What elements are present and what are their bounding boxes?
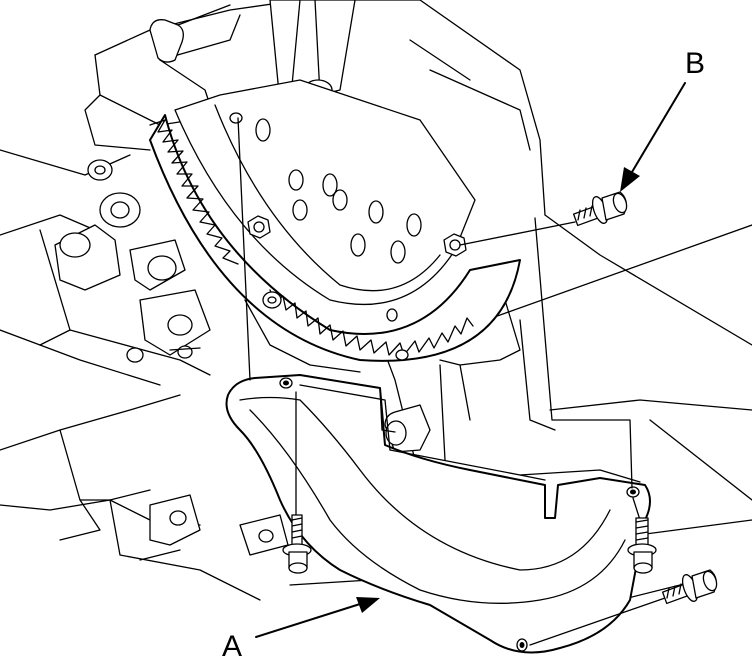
bolt-bottom-right — [529, 569, 718, 646]
callout-a: A — [222, 597, 380, 663]
callout-b-label: B — [685, 47, 705, 80]
block-boss-2 — [87, 159, 113, 181]
flywheel — [149, 79, 521, 362]
flywheel-bolt-right — [443, 233, 467, 257]
bolt-b — [459, 191, 628, 246]
callout-b-arrowhead — [620, 167, 640, 192]
flywheel-cover-plate — [225, 374, 651, 654]
callout-a-label: A — [222, 630, 242, 663]
callout-b: B — [620, 47, 705, 192]
bolt-lower-right — [627, 497, 657, 574]
flywheel-holes — [229, 112, 422, 361]
flywheel-bolt-left — [247, 215, 271, 239]
block-boss-1 — [99, 192, 141, 228]
ring-gear-teeth — [149, 119, 474, 356]
callout-a-arrowhead — [356, 597, 380, 613]
bolt-lower-left — [282, 391, 312, 574]
